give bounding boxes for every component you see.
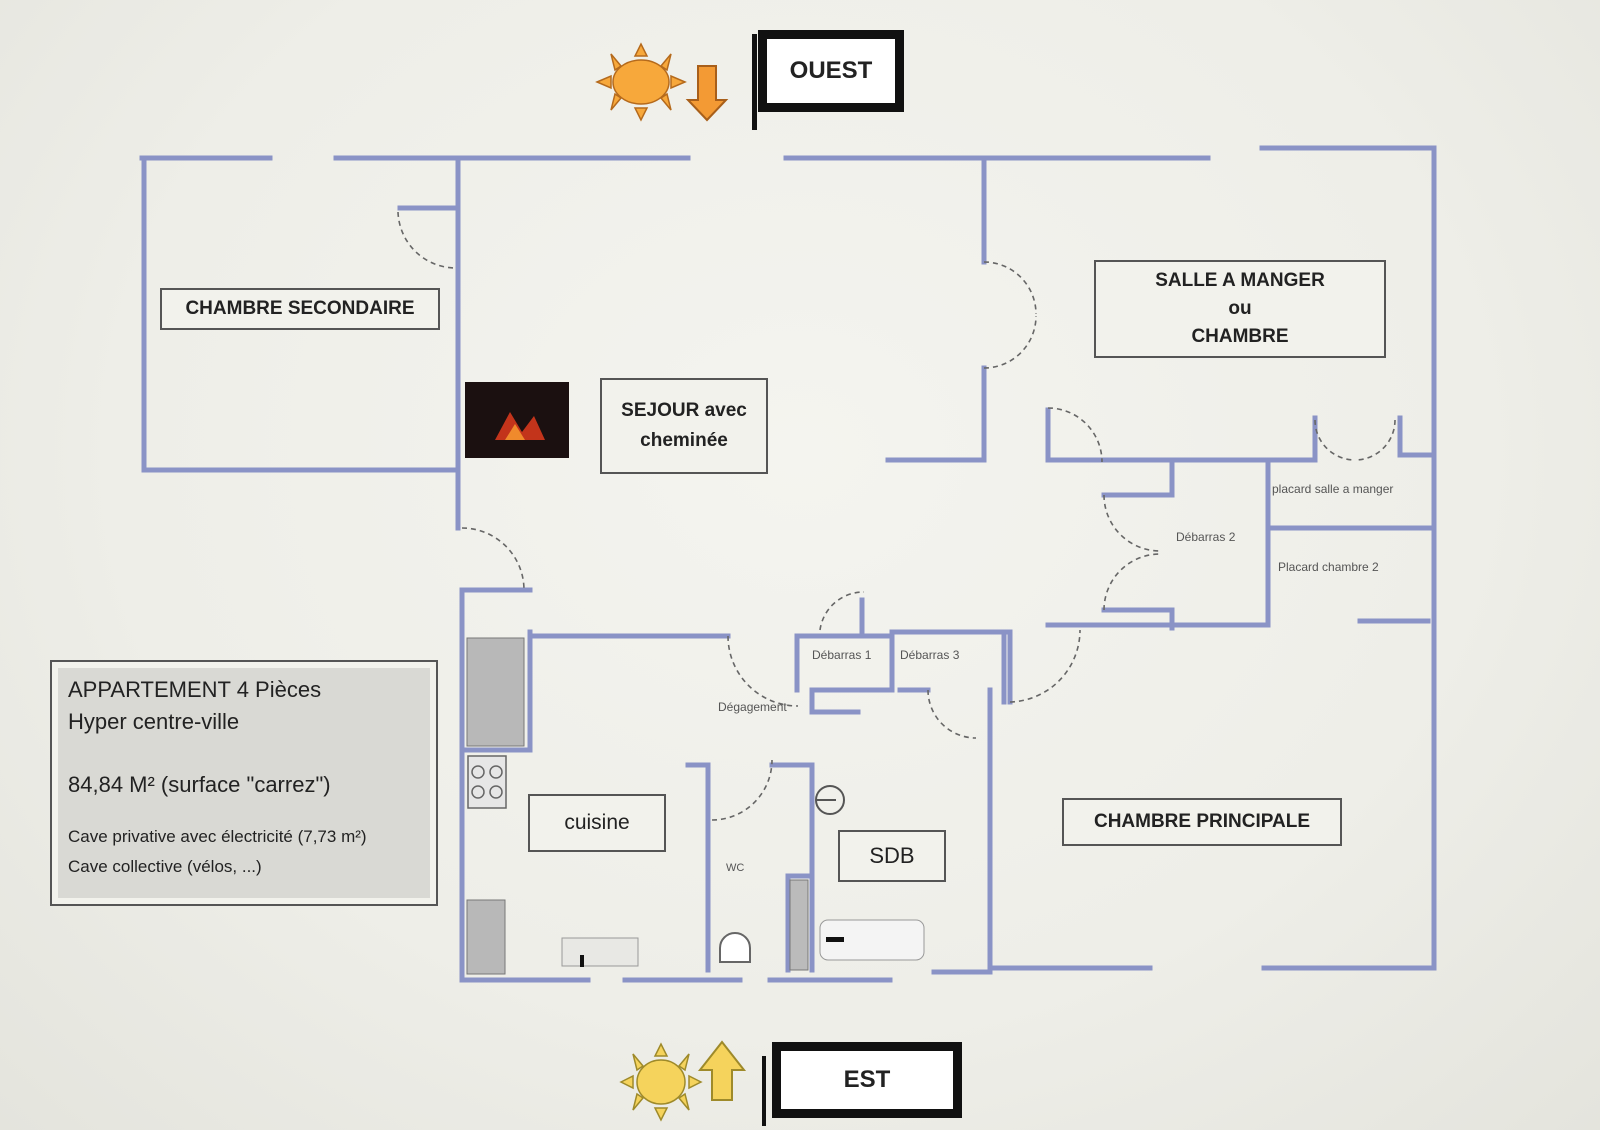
- label-debarras1: Débarras 1: [812, 648, 872, 662]
- wall-bedroom2: [141, 157, 461, 473]
- wall-wc: [685, 762, 815, 973]
- room-cuisine: cuisine: [528, 794, 666, 852]
- room-salle-label-3: CHAMBRE: [1191, 326, 1289, 347]
- wall-dining: [885, 157, 1437, 463]
- info-surface: 84,84 M² (surface "carrez"): [68, 772, 331, 797]
- stove-icon: [467, 755, 507, 809]
- room-chambre-secondaire-label: CHAMBRE SECONDAIRE: [185, 298, 415, 319]
- label-debarras2: Débarras 2: [1176, 530, 1236, 544]
- sun-icon-east: [619, 1042, 703, 1122]
- sink: [561, 937, 639, 967]
- wc-cabinet: [789, 879, 809, 971]
- info-cave-private: Cave privative avec électricité (7,73 m²…: [68, 827, 367, 846]
- info-title: APPARTEMENT 4 Pièces: [68, 677, 322, 702]
- label-placard-chambre: Placard chambre 2: [1278, 560, 1379, 574]
- compass-west-label: OUEST: [789, 57, 873, 84]
- label-debarras3: Débarras 3: [900, 648, 960, 662]
- door-kitchen: [727, 635, 799, 707]
- arrow-down-icon: [685, 65, 729, 122]
- sun-icon-west: [595, 42, 687, 122]
- door-debarras1: [819, 591, 865, 631]
- room-sejour-label-1: SEJOUR avec: [621, 400, 747, 421]
- door-hall: [1047, 407, 1103, 463]
- door-dining1: [983, 261, 1037, 315]
- room-sejour-label-2: cheminée: [640, 430, 728, 451]
- room-salle-label-2: ou: [1228, 298, 1252, 319]
- west-marker: [752, 34, 757, 130]
- info-box-inner: APPARTEMENT 4 Pièces Hyper centre-ville …: [58, 668, 430, 898]
- door-living: [461, 527, 525, 591]
- fireplace-icon: [465, 382, 569, 458]
- info-cave-collective: Cave collective (vélos, ...): [68, 857, 262, 876]
- wall-living: [455, 467, 533, 983]
- wall-debarras: [809, 687, 931, 715]
- toilet-icon: [719, 932, 751, 963]
- room-cuisine-label: cuisine: [564, 811, 630, 834]
- room-salle-label-1: SALLE A MANGER: [1155, 270, 1325, 291]
- door-placard1: [1314, 419, 1356, 461]
- door-debarras2b: [1103, 553, 1161, 611]
- east-marker: [762, 1056, 766, 1126]
- wall-sdb: [767, 965, 1153, 983]
- room-sdb-label: SDB: [869, 843, 915, 868]
- arrow-up-icon: [697, 1040, 747, 1101]
- wall-corridor: [794, 597, 1013, 971]
- door-bedroom2: [397, 211, 457, 269]
- label-placard-salle: placard salle a manger: [1272, 482, 1394, 496]
- kitchen-cabinet: [466, 899, 506, 975]
- compass-east: EST: [772, 1042, 962, 1118]
- label-wc: WC: [726, 862, 745, 874]
- info-box: APPARTEMENT 4 Pièces Hyper centre-ville …: [50, 660, 438, 906]
- door-sdb: [927, 689, 977, 739]
- wall-right: [1261, 145, 1437, 971]
- wall-top: [139, 145, 1437, 161]
- compass-east-label: EST: [843, 1066, 891, 1093]
- door-wc: [711, 759, 773, 821]
- room-sejour: SEJOUR avec cheminée: [600, 378, 768, 474]
- label-degagement: Dégagement: [718, 700, 787, 714]
- door-master: [1009, 629, 1081, 703]
- compass-west: OUEST: [758, 30, 904, 112]
- room-chambre-principale: CHAMBRE PRINCIPALE: [1062, 798, 1342, 846]
- room-chambre-secondaire: CHAMBRE SECONDAIRE: [160, 288, 440, 330]
- room-sdb: SDB: [838, 830, 946, 882]
- room-chambre-principale-label: CHAMBRE PRINCIPALE: [1093, 811, 1311, 832]
- door-dining2: [983, 315, 1037, 369]
- room-salle-a-manger: SALLE A MANGER ou CHAMBRE: [1094, 260, 1386, 358]
- info-subtitle: Hyper centre-ville: [68, 709, 240, 734]
- tap: [580, 955, 584, 967]
- bathtub: [819, 919, 925, 961]
- wall-closets: [1045, 457, 1437, 631]
- door-placard2: [1354, 419, 1396, 461]
- kitchen-counter: [466, 637, 525, 747]
- wall-kitchen: [459, 633, 743, 983]
- door-debarras2: [1103, 494, 1161, 552]
